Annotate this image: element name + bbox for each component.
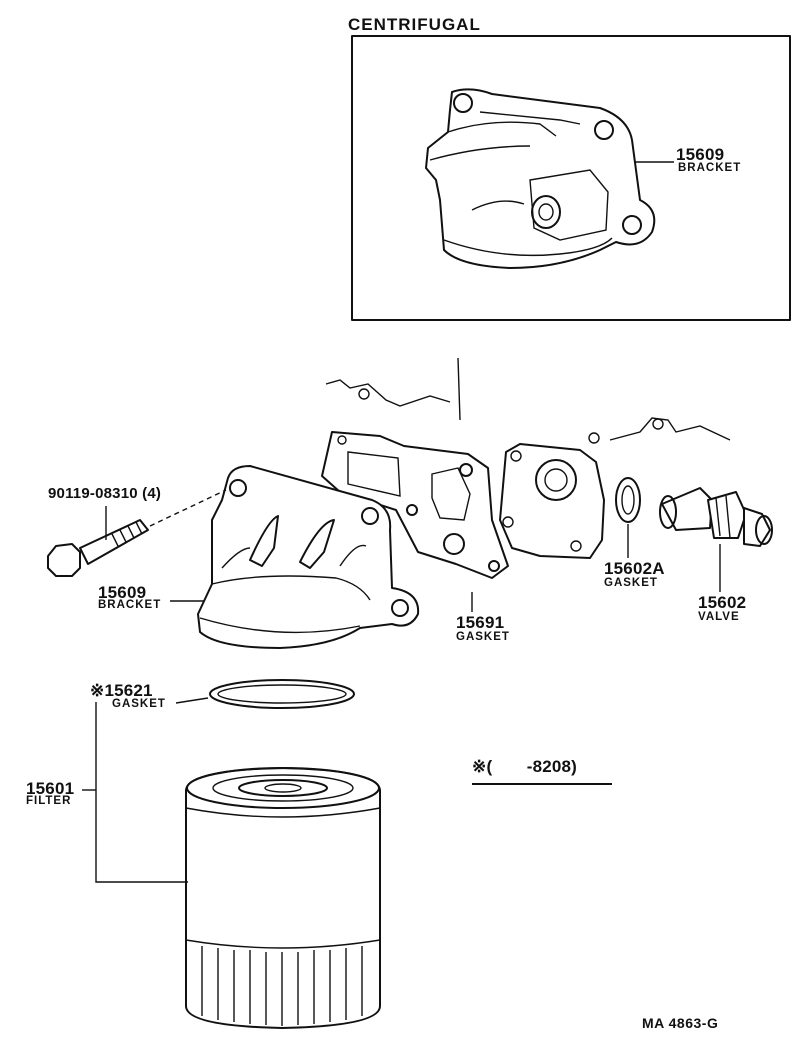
- callout-number-bolt: 90119-08310 (4): [48, 485, 162, 502]
- engine-block-outline: [325, 357, 731, 444]
- block-mount-surface: [499, 443, 605, 559]
- diagram-code: MA 4863-G: [642, 1015, 719, 1031]
- gasket-15621-inner: [217, 684, 347, 704]
- centrifugal-bracket-drawing: [425, 88, 656, 269]
- callout-number-valve: 15602: [698, 593, 747, 612]
- filter-15601-drawing: [185, 767, 381, 1029]
- callout-name-gasket-15602a: GASKET: [604, 577, 658, 589]
- callout-number-gasket-15691: 15691: [456, 613, 505, 632]
- leader-gasket-15621: [175, 697, 209, 704]
- callout-name-gasket-15691: GASKET: [456, 631, 510, 643]
- callout-name-valve: VALVE: [698, 611, 740, 623]
- callout-number-bracket: 15609: [98, 583, 147, 602]
- gasket-15621-drawing: [209, 679, 355, 709]
- gasket-15602a-inner: [621, 485, 635, 515]
- gasket-15602a-drawing: [615, 477, 641, 523]
- valve-15602-drawing: [659, 487, 773, 547]
- callout-number-filter: 15601: [26, 779, 75, 798]
- callout-number-bracket-centrifugal: 15609: [676, 145, 725, 164]
- callout-name-gasket-15621: GASKET: [112, 698, 166, 710]
- callout-name-filter: FILTER: [26, 795, 72, 807]
- callout-name-bracket-centrifugal: BRACKET: [678, 162, 742, 174]
- bolt-drawing: [47, 489, 227, 577]
- applicability-note: ※( -8208): [472, 757, 578, 776]
- inset-frame: [351, 35, 791, 321]
- bracket-15609-drawing: [197, 465, 420, 649]
- callout-name-bracket: BRACKET: [98, 599, 162, 611]
- callout-number-gasket-15602a: 15602A: [604, 559, 665, 578]
- leader-filter-group: [95, 702, 188, 883]
- inset-title: CENTRIFUGAL: [348, 15, 481, 34]
- callout-number-gasket-15621: ※15621: [90, 681, 153, 700]
